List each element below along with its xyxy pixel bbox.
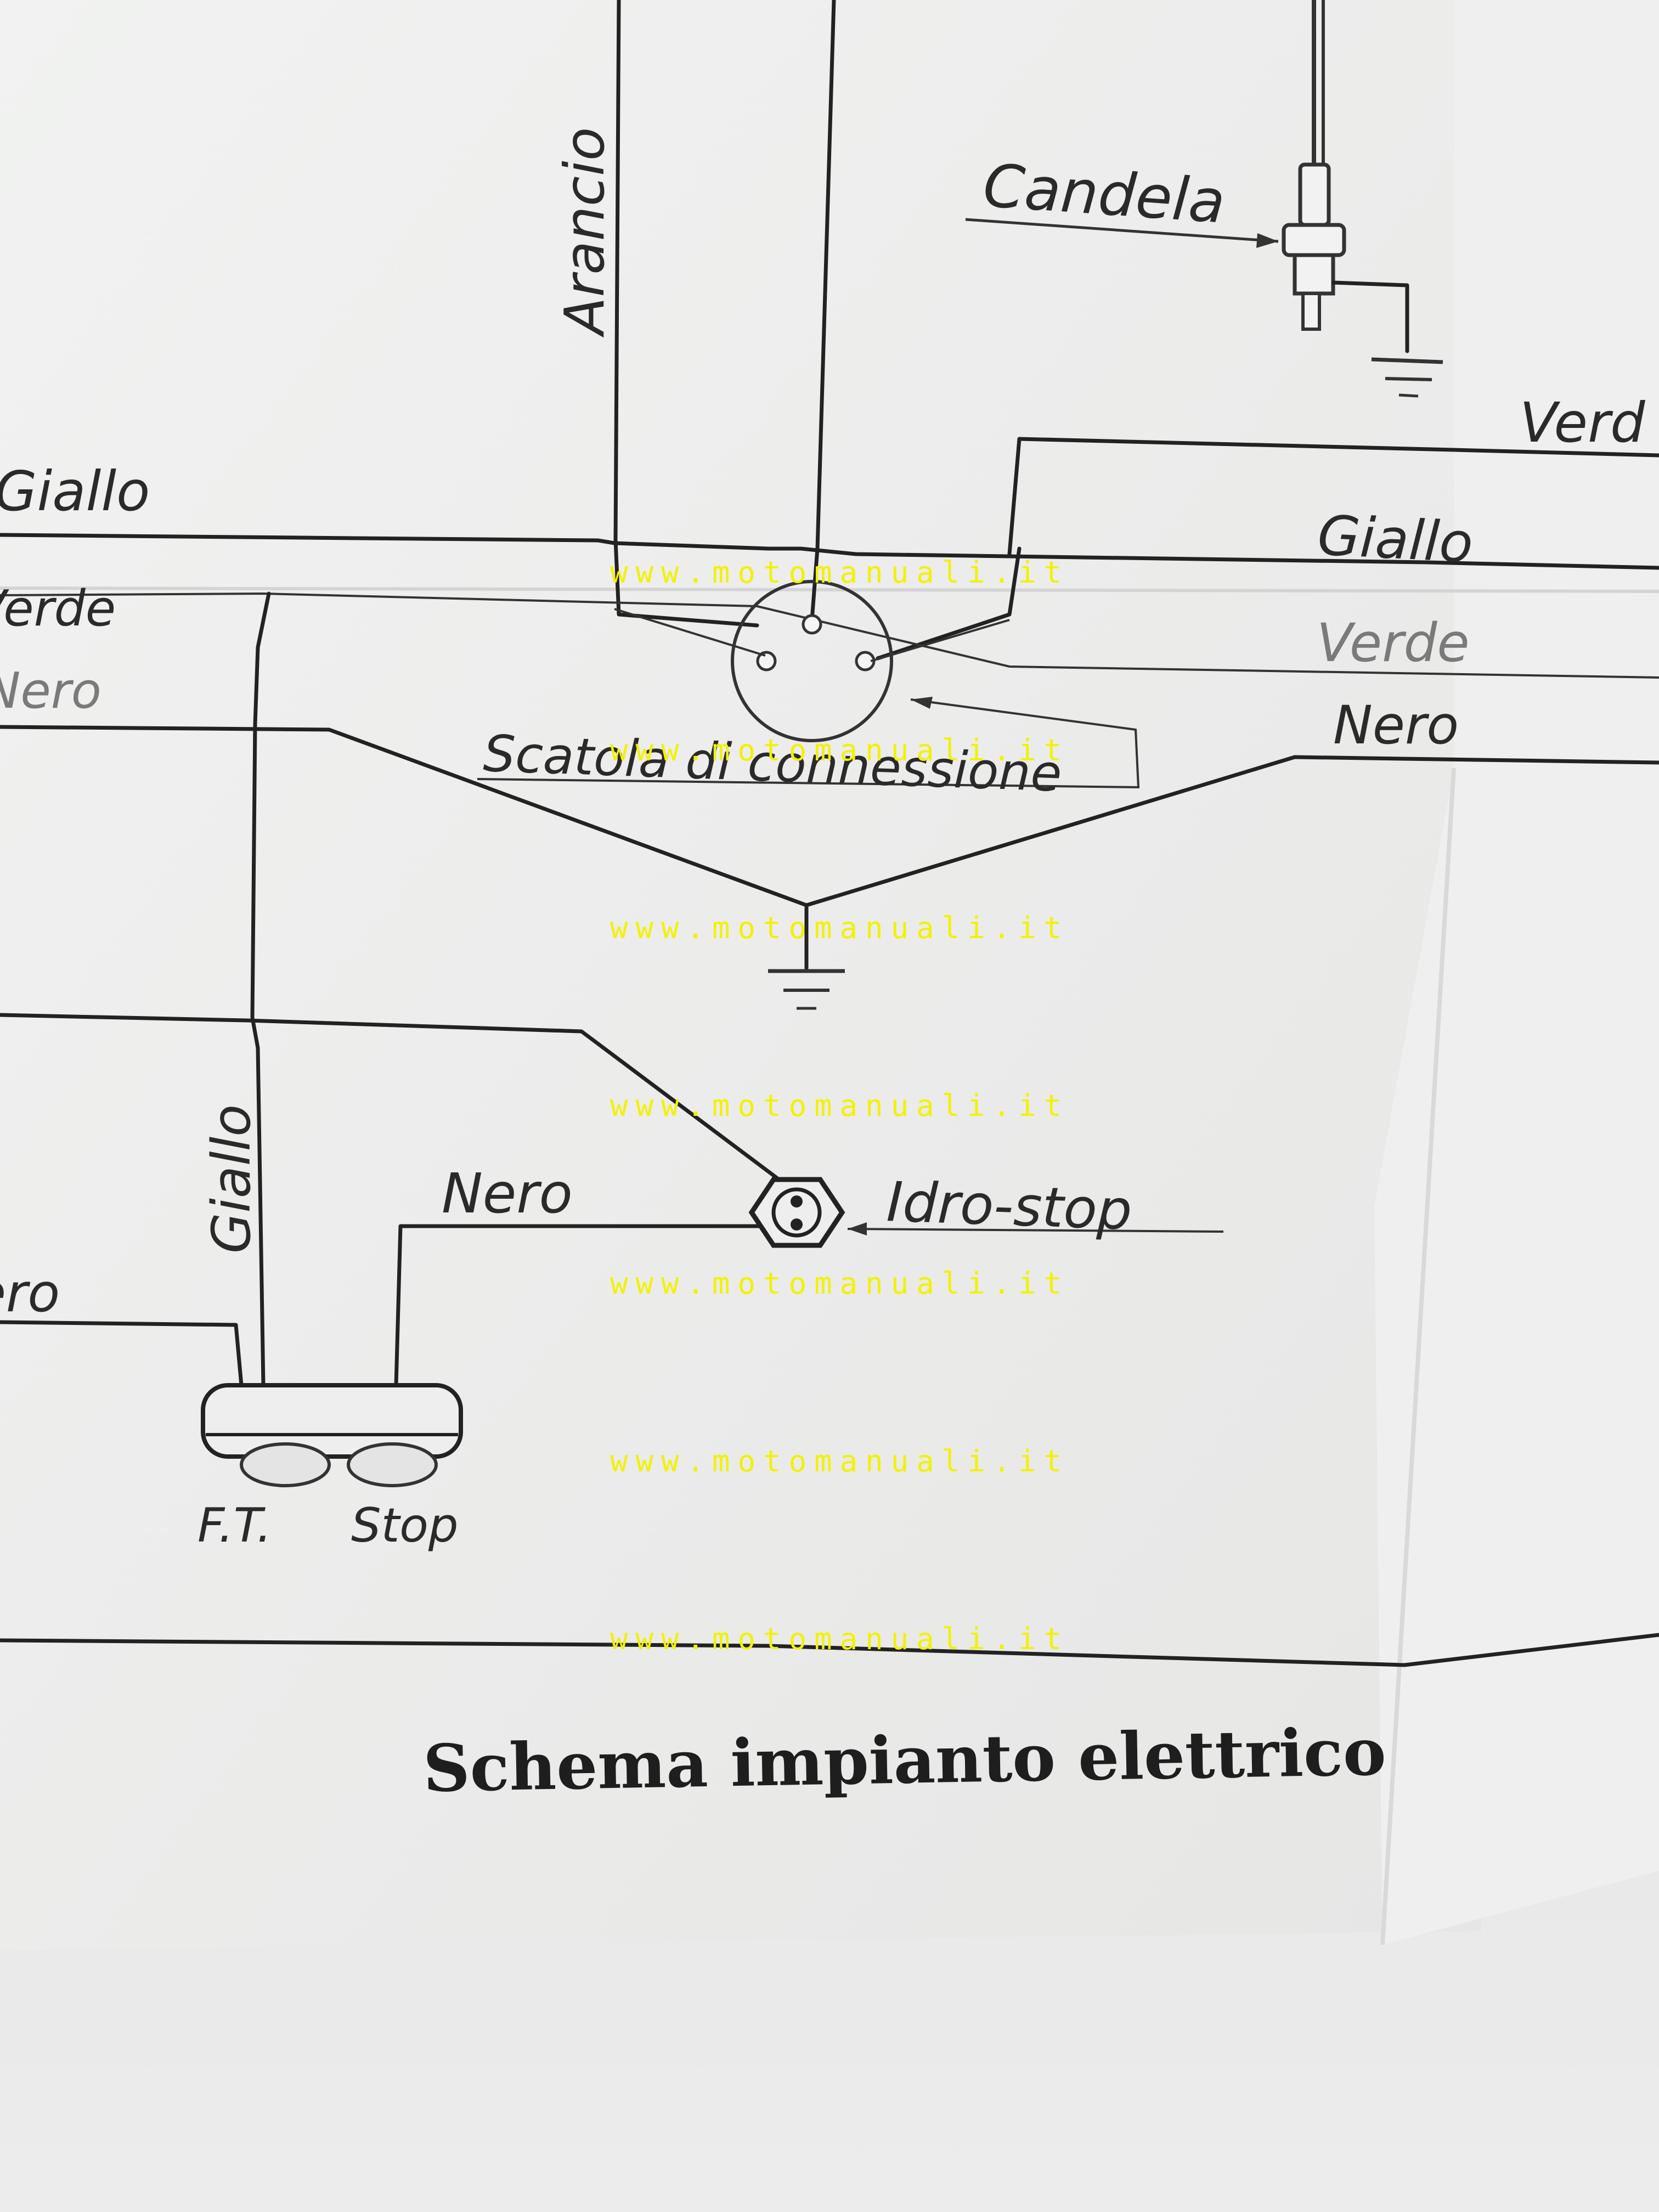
ground-icon-candela xyxy=(1371,357,1443,398)
label-giallo-vertical: Giallo xyxy=(201,1104,262,1254)
wire-arancio xyxy=(613,0,759,628)
wire-verde-right-top xyxy=(1007,437,1659,556)
watermark-7: www.motomanuali.it xyxy=(610,1622,1069,1656)
ground-icon-center xyxy=(768,969,845,1010)
label-giallo-left: Giallo xyxy=(0,459,150,523)
watermark-2: www.motomanuali.it xyxy=(610,733,1069,768)
paper-crease-horizontal xyxy=(0,586,1659,593)
label-arancio: Arancio xyxy=(552,127,617,338)
label-nero-bottom-left: Nero xyxy=(0,1262,60,1324)
wire-nero-middle xyxy=(394,1224,770,1387)
wire-to-idrostop xyxy=(0,1013,781,1182)
label-nero-left: Nero xyxy=(0,662,101,720)
label-stop: Stop xyxy=(351,1498,459,1553)
pointer-idro-stop-arrow xyxy=(848,1222,867,1235)
label-giallo-right: Giallo xyxy=(1316,503,1475,575)
wire-verde xyxy=(0,592,1659,679)
label-nero-middle: Nero xyxy=(442,1161,573,1226)
wire-giallo-vertical xyxy=(250,591,271,1387)
pointer-idro-stop xyxy=(847,1228,1224,1233)
label-verde-right: Verde xyxy=(1317,612,1470,674)
frame-line-bottom xyxy=(0,1633,1659,1667)
label-idro-stop: Idro-stop xyxy=(885,1170,1133,1243)
wire-giallo-top xyxy=(0,533,1659,570)
label-verde-left: Verde xyxy=(0,580,116,637)
label-ft: F.T. xyxy=(198,1498,272,1553)
watermark-1: www.motomanuali.it xyxy=(610,555,1069,590)
label-verde-right-top: Verd xyxy=(1520,391,1645,455)
wire-nero-bottom-left xyxy=(0,1320,244,1387)
watermark-group: www.motomanuali.it www.motomanuali.it ww… xyxy=(610,555,1069,1656)
watermark-5: www.motomanuali.it xyxy=(610,1266,1069,1301)
watermark-4: www.motomanuali.it xyxy=(610,1088,1069,1123)
watermark-6: www.motomanuali.it xyxy=(610,1444,1069,1479)
paper-crease xyxy=(1380,768,1456,1945)
diagram-caption: Schema impianto elettrico xyxy=(422,1713,1387,1807)
spark-plug-icon xyxy=(965,0,1409,353)
tail-light-icon xyxy=(201,1383,463,1487)
label-candela: Candela xyxy=(981,151,1227,236)
label-nero-right: Nero xyxy=(1333,695,1459,756)
wire-right-drop xyxy=(876,546,1022,661)
watermark-3: www.motomanuali.it xyxy=(610,911,1069,945)
junction-box-icon xyxy=(477,580,1140,789)
paper-fold-right xyxy=(1374,0,1659,1945)
idro-stop-switch-icon xyxy=(748,1177,845,1248)
paper-sheet xyxy=(0,0,1481,1950)
